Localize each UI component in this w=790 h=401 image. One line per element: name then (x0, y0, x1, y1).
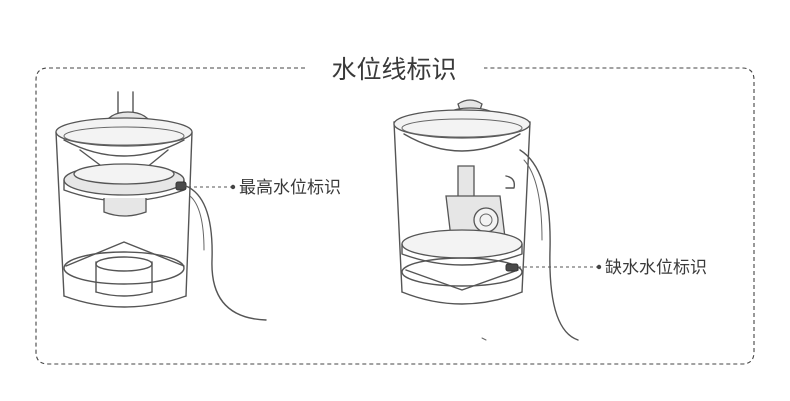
device-left-illustration (55, 91, 267, 321)
diagram-title: 水位线标识 (331, 55, 456, 84)
device-right-illustration (393, 99, 579, 341)
label-low-water-level: 缺水水位标识 (605, 258, 707, 278)
label-max-water-level: 最高水位标识 (239, 178, 341, 198)
leader-dot-max-level (230, 184, 236, 190)
dashed-frame (35, 67, 755, 365)
leader-dot-low-level (596, 264, 602, 270)
